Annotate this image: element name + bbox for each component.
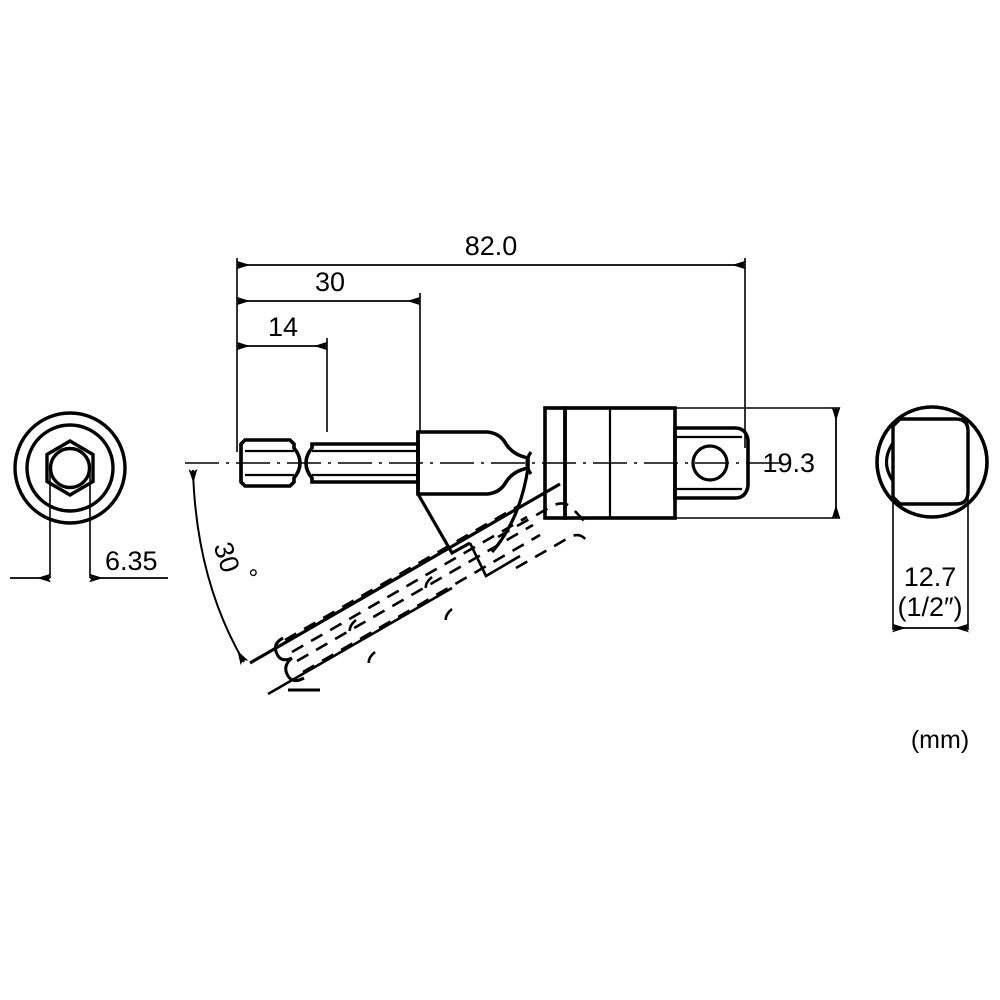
phantom-groove-c [424, 575, 433, 595]
tip-chamfer-top [239, 438, 247, 446]
tilt-axis-lower [267, 586, 453, 696]
dim-label-half-inch: (1/2″) [897, 592, 962, 622]
hexagon-shape [45, 439, 95, 497]
dim-label-12-7: 12.7 [904, 562, 957, 592]
right-detent-arc [884, 442, 895, 482]
dim-label-19-3: 19.3 [762, 448, 815, 478]
rotated-shank-solid-edges [249, 467, 561, 696]
phantom-edge-bottom [302, 533, 541, 674]
unit-label: (mm) [911, 726, 969, 754]
dim-label-6-35: 6.35 [105, 546, 158, 576]
dim-label-82-0: 82.0 [465, 231, 518, 261]
right-end-view: 12.7 (1/2″) [875, 405, 989, 633]
dim-label-30: 30 [315, 267, 345, 297]
tilt-axis-upper [249, 482, 561, 665]
yoke-swing-edge [416, 493, 471, 556]
phantom-yoke-bottom [515, 533, 588, 570]
dim-label-14: 14 [268, 312, 298, 342]
middle-circle [25, 423, 115, 513]
hex-segment-a [239, 438, 302, 488]
yoke-swing-edge-2 [468, 542, 521, 578]
phantom-yoke-top [497, 502, 591, 539]
right-outer-circle [875, 405, 989, 519]
outer-circle [13, 411, 127, 525]
tilt-tip-cap [274, 636, 293, 662]
pivot-arc [525, 451, 533, 475]
main-side-view [185, 406, 790, 696]
phantom-groove-d [444, 607, 453, 627]
phantom-groove-a [348, 618, 357, 638]
inner-circle [48, 446, 92, 490]
phantom-groove-b [367, 650, 376, 670]
square-drive [673, 426, 750, 500]
tilt-tip-cap-2 [284, 656, 305, 683]
swing-clearance-arc [490, 467, 530, 554]
hex-segment-b [304, 442, 420, 484]
angle-arc [188, 468, 249, 666]
left-end-view: 6.35 [10, 411, 168, 583]
top-dimension-chain: 82.0 30 14 [236, 231, 746, 452]
detent-ball-hole [691, 444, 729, 482]
phantom-flat-1 [291, 515, 528, 654]
vertical-dimension-19-3: 19.3 [676, 407, 841, 519]
square-drive-outline [673, 426, 750, 500]
hex-shank [239, 438, 420, 488]
phantom-edge-top [284, 503, 521, 642]
